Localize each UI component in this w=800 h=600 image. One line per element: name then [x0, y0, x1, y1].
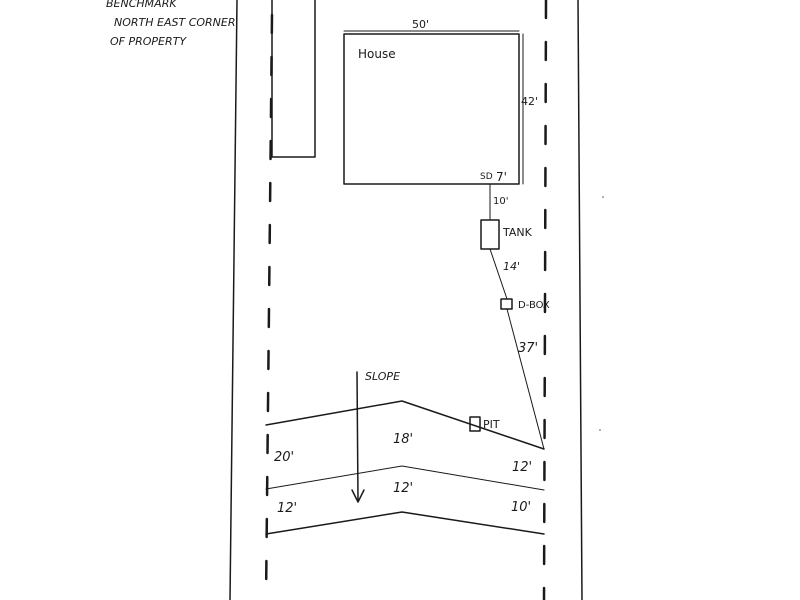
distribution-box: [500, 298, 513, 310]
septic-tank: [480, 219, 500, 250]
slope-label: SLOPE: [365, 370, 400, 383]
property-line-right: [577, 0, 583, 600]
dbox-to-field-line: [506, 308, 545, 450]
tank-to-dbox-line: [489, 248, 508, 300]
house-to-tank-distance: 10': [493, 196, 508, 207]
driveway-outline: [271, 0, 316, 158]
distribution-box-label: D-BOX: [518, 300, 550, 311]
field-line-middle: [265, 465, 545, 491]
scan-speck: [599, 429, 601, 431]
field-left-lower-spacing: 12': [277, 501, 297, 516]
sewer-outlet-offset: 7': [496, 170, 507, 184]
house-outline: [343, 33, 520, 185]
test-pit-label: PIT: [483, 418, 500, 431]
dbox-to-field-distance: 37': [518, 341, 538, 356]
field-right-lower-spacing: 10': [511, 500, 531, 515]
field-line-upper: [265, 400, 545, 450]
benchmark-note-line1: BENCHMARK: [106, 0, 177, 10]
field-left-upper-spacing: 20': [274, 450, 294, 465]
sewer-outlet-label: SD: [480, 172, 493, 182]
property-line-left: [229, 0, 238, 600]
field-right-upper-spacing: 12': [512, 460, 532, 475]
setback-line-right: [542, 0, 548, 600]
benchmark-note-line3: OF PROPERTY: [110, 35, 187, 48]
benchmark-note-line2: NORTH EAST CORNER: [114, 16, 236, 29]
tank-to-dbox-distance: 14': [503, 260, 520, 273]
scan-speck: [602, 196, 604, 198]
house-depth-label: 42': [521, 95, 538, 108]
house-width-label: 50': [412, 18, 429, 31]
field-line-lower: [265, 511, 545, 535]
house-label: House: [358, 47, 396, 61]
septic-tank-label: TANK: [502, 226, 533, 239]
slope-arrow-shaft: [356, 371, 359, 501]
field-middle-upper-spacing: 18': [393, 432, 413, 447]
setback-line-left: [264, 13, 274, 600]
test-pit: [469, 416, 481, 432]
slope-arrow-head: [351, 489, 365, 503]
field-middle-lower-spacing: 12': [393, 481, 413, 496]
